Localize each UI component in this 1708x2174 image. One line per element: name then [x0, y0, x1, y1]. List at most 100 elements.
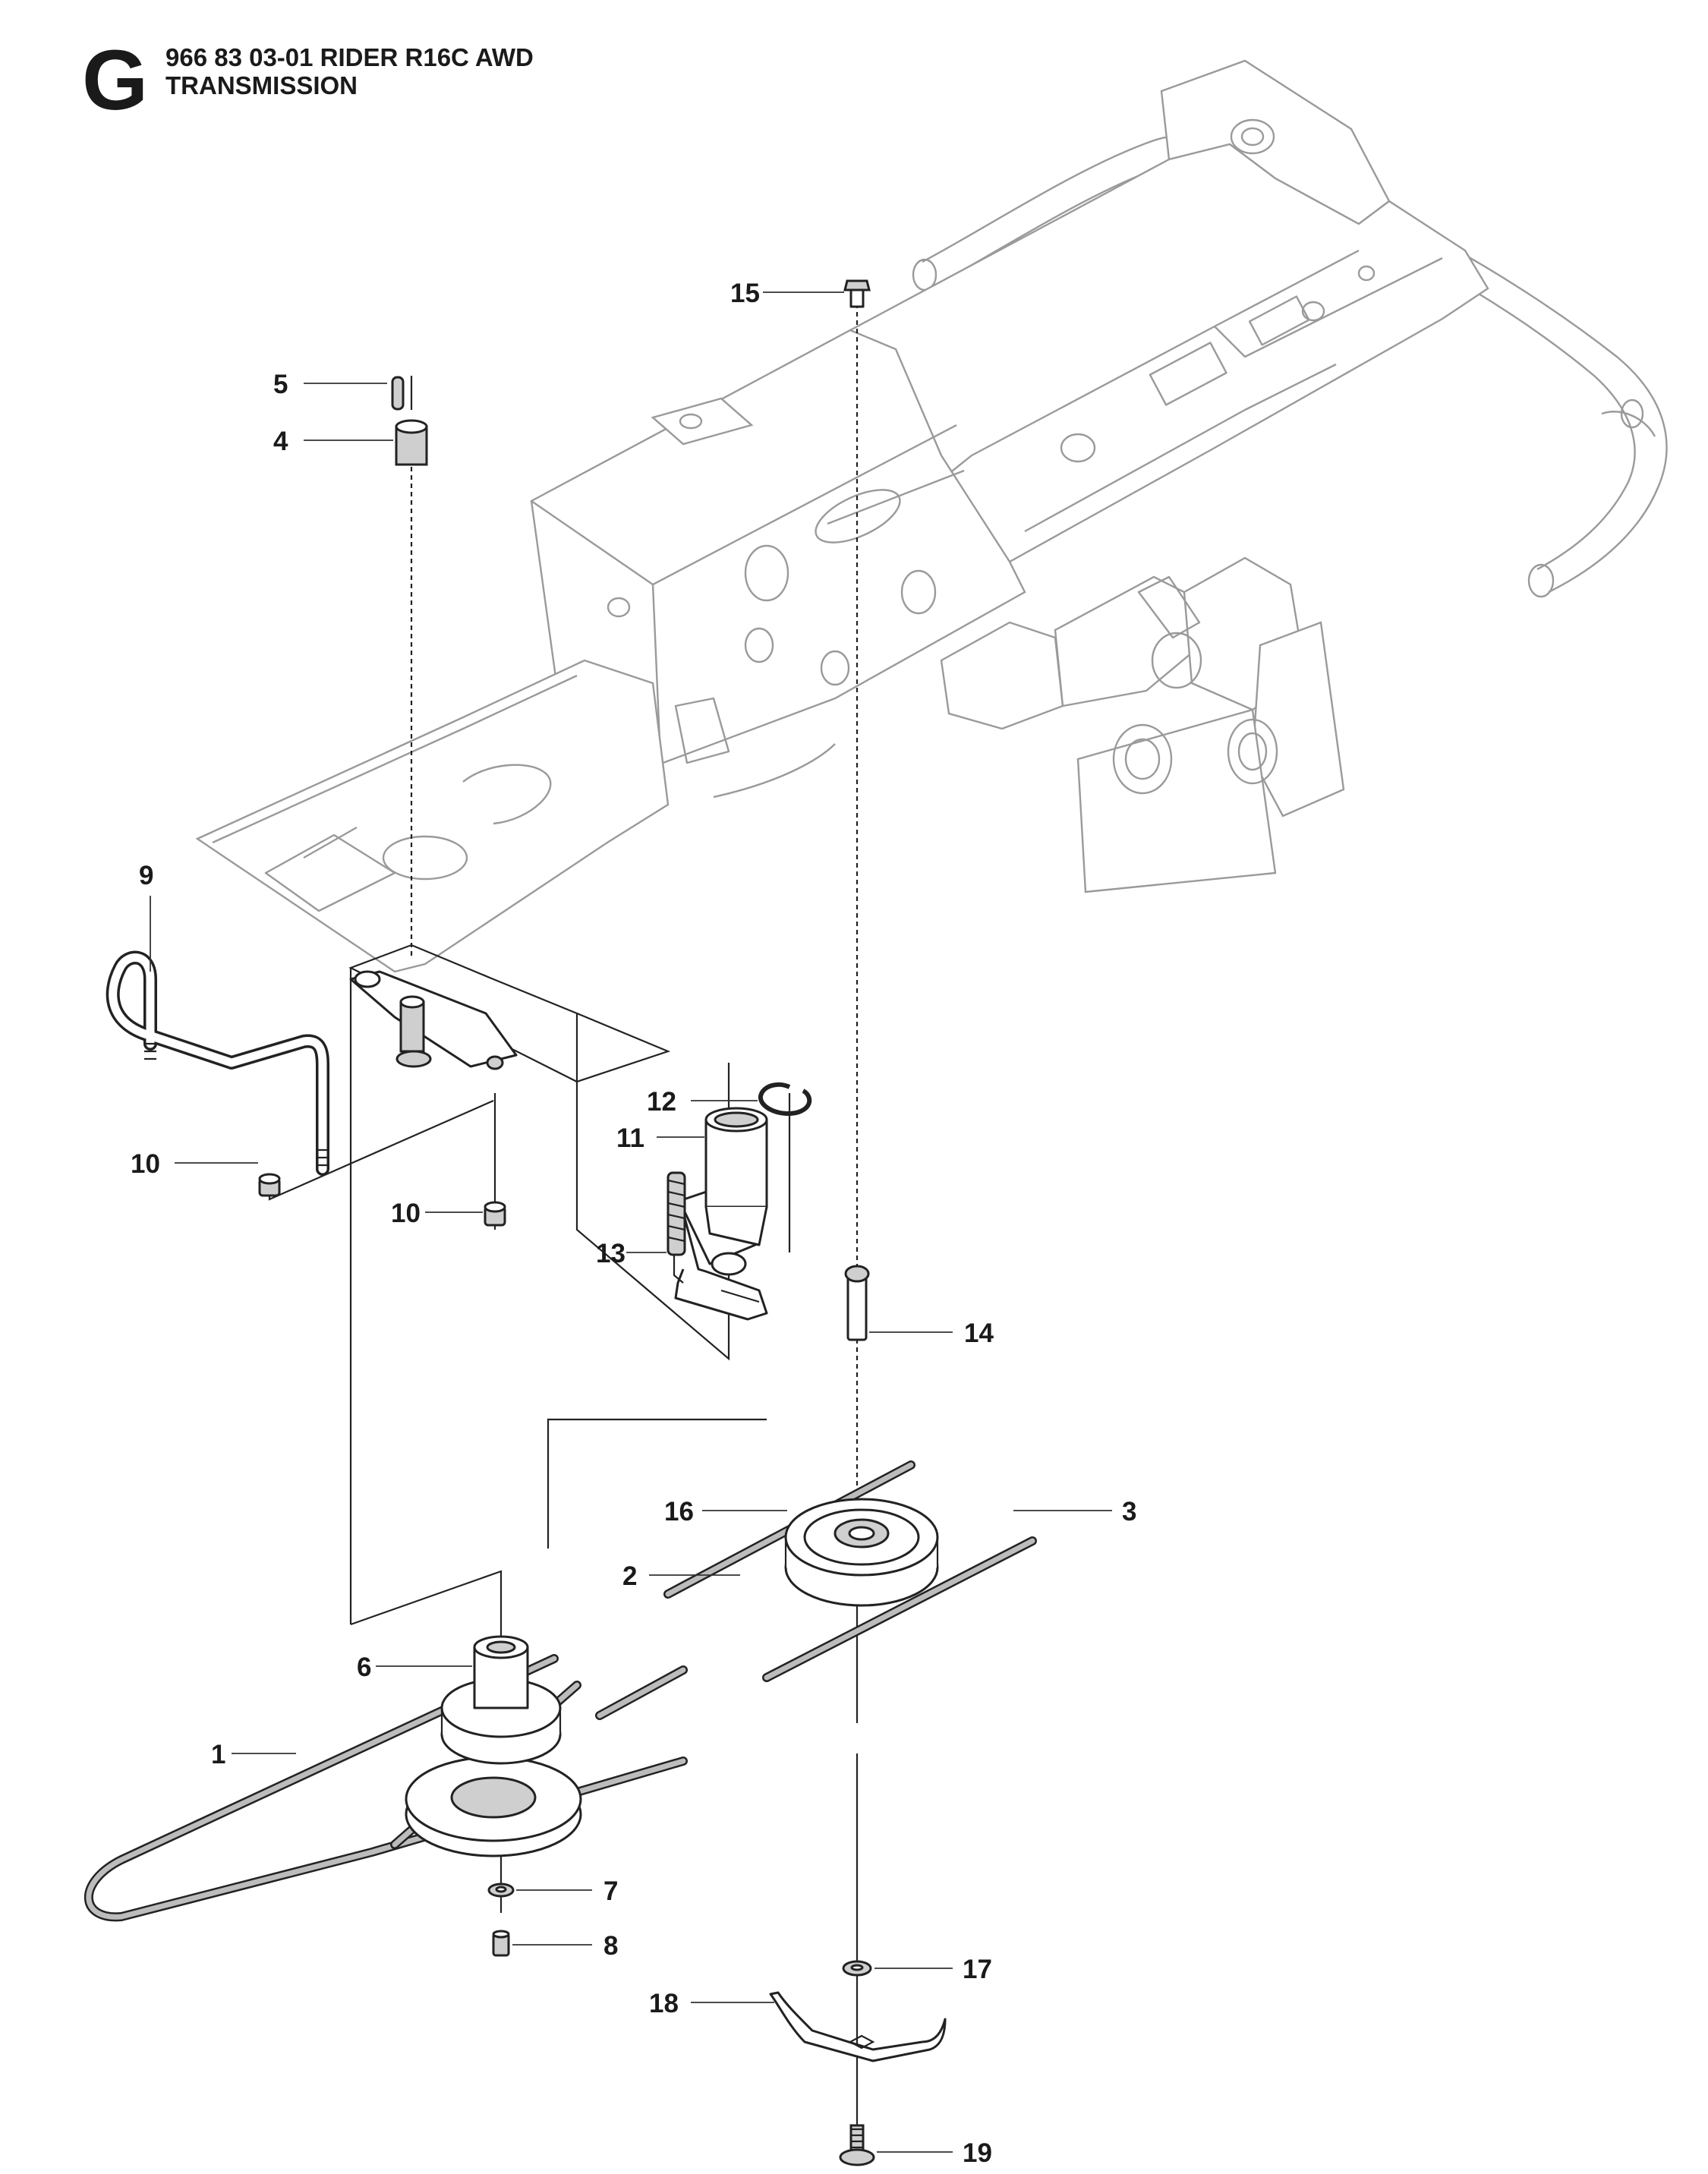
callout-16: 16: [664, 1497, 694, 1527]
part-15-bolt: [843, 279, 871, 308]
spring-13-hook: [673, 1255, 684, 1284]
rear-axle-bracket: [1076, 708, 1277, 893]
part-1-belt: [84, 1654, 688, 1922]
idler-bracket-stud: [486, 1055, 504, 1070]
pulley-16-bore: [848, 1526, 875, 1541]
plate-18-square-hole: [848, 2034, 875, 2050]
nut-10a-top: [258, 1173, 281, 1185]
part-12-circlip: [758, 1082, 812, 1117]
main-frame-rail-ridge: [1214, 257, 1443, 358]
title-block: 966 83 03-01 RIDER R16C AWD TRANSMISSION: [165, 43, 534, 100]
belt-1-right-run-inner: [597, 1667, 686, 1719]
axle-housing-hole-3-inner: [1237, 732, 1268, 771]
side-plate-hole-2: [744, 627, 774, 663]
tensioner-bushing-body: [704, 1118, 768, 1208]
tensioner-arm-lever: [674, 1197, 768, 1321]
floor-pan-rib: [303, 826, 358, 859]
callout-17: 17: [963, 1955, 992, 1984]
callout-6: 6: [357, 1653, 371, 1682]
axle-tube-edge: [827, 469, 965, 525]
axle-housing-hole-1: [1112, 723, 1173, 795]
bolt-19-flange: [839, 2148, 875, 2166]
rod-9-outline: [106, 950, 329, 1176]
side-plate-hole-4: [900, 569, 937, 615]
side-plate-hole-5: [607, 597, 631, 618]
frame-side-plate-top-edge: [652, 424, 957, 586]
bolt-15-shank: [849, 288, 865, 308]
part-10-nut-a: [258, 1173, 281, 1197]
axle-housing-hole-1-inner: [1124, 738, 1161, 780]
part-5-pin: [391, 376, 405, 411]
belt-3-inner: [764, 1538, 1035, 1681]
bolt-8-top: [492, 1930, 510, 1939]
spacer-14-head: [844, 1265, 870, 1283]
tensioner-arm-slot: [720, 1289, 760, 1303]
idler-bracket-plate: [349, 970, 518, 1068]
frame-lower-curve: [713, 743, 836, 799]
callout-15: 15: [730, 279, 760, 308]
tensioner-bushing-bore: [714, 1111, 759, 1128]
axle-housing-hole-3: [1227, 718, 1278, 785]
axle-tube: [815, 489, 901, 544]
axle-housing-slot: [1137, 575, 1201, 639]
pin-5-body: [391, 376, 405, 411]
part-11-tensioner-arm: [674, 1093, 791, 1321]
callout-5: 5: [273, 370, 288, 399]
callout-12: 12: [647, 1087, 676, 1117]
main-frame-slot: [1024, 363, 1337, 533]
washer-7-hole: [495, 1886, 507, 1893]
bolt-15-head: [843, 279, 871, 291]
spring-13-coil: [666, 1171, 686, 1256]
callout-9: 9: [139, 861, 153, 890]
callout-leaders: [150, 291, 1112, 2153]
rod-9-thread-bottom: [317, 1148, 329, 1167]
chassis-frame: [195, 59, 1668, 973]
idler-bracket-hole: [354, 970, 381, 988]
bolt-19-thread: [851, 2128, 863, 2149]
part-18-plate: [769, 1991, 947, 2062]
part-14-spacer: [844, 1265, 870, 1341]
rear-bracket-plate: [940, 621, 1064, 730]
callout-10a: 10: [131, 1149, 160, 1179]
callout-19: 19: [963, 2138, 992, 2168]
side-plate-hole-3: [820, 650, 850, 686]
floor-pan-hole: [382, 835, 468, 881]
main-frame-rail-edge: [933, 249, 1360, 487]
part-6-pulley: [405, 1635, 582, 1857]
frame-hole-3: [1357, 265, 1376, 282]
part-19-bolt: [839, 2124, 875, 2166]
part-8-bolt: [492, 1930, 510, 1957]
part-number-line: 966 83 03-01 RIDER R16C AWD: [165, 43, 534, 71]
bolt-9-line: [268, 1099, 494, 1201]
part-10-nut-b: [484, 1201, 506, 1227]
idler-bracket-shaft: [399, 1000, 425, 1053]
callout-11: 11: [616, 1123, 644, 1153]
rod-9-body: [109, 953, 327, 1174]
section-letter: G: [82, 33, 149, 128]
frame-hole-2: [1301, 301, 1325, 322]
callout-3: 3: [1122, 1497, 1136, 1527]
frame-slot-rect: [1149, 342, 1227, 406]
sleeve-4-top: [395, 419, 428, 434]
callout-14: 14: [964, 1319, 994, 1348]
floor-pan-round-recess: [462, 764, 552, 825]
callout-8: 8: [603, 1931, 618, 1961]
part-17-washer: [842, 1960, 872, 1977]
part-9-rod: [106, 950, 329, 1176]
callout-7: 7: [603, 1876, 618, 1906]
steering-tower-hole-inner: [1240, 127, 1265, 147]
idler-bracket: [349, 970, 518, 1070]
callout-labels: 15 5 4 9 10 10 12 11 13 14 16 3 2 6 1 7 …: [131, 279, 1136, 2168]
idler-bracket-shaft-nut: [395, 1050, 432, 1068]
belt-2-leader-frame: [547, 1418, 767, 1549]
floor-pan: [195, 659, 670, 973]
part-13-spring: [666, 1171, 686, 1284]
handle-tube-end-right: [1527, 563, 1555, 598]
frame-hole-1: [1060, 433, 1096, 463]
handle-tube-stub: [1620, 399, 1644, 429]
handle-tube-bend: [1601, 411, 1656, 437]
rod-9-thread-top: [144, 1042, 156, 1060]
circlip-12-ring: [758, 1082, 812, 1117]
plate-18-body: [769, 1991, 947, 2062]
